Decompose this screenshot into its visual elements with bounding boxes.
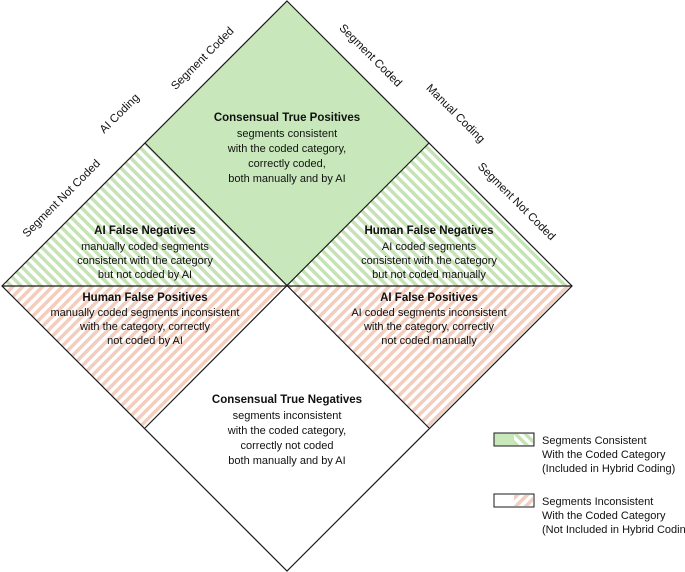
true-positives-text: Consensual True Positives segments consi… xyxy=(214,112,360,185)
human-false-negatives-line: but not coded manually xyxy=(372,269,486,281)
ai-false-positives-title: AI False Positives xyxy=(380,292,478,304)
true-positives-line: both manually and by AI xyxy=(228,173,345,185)
human-false-negatives-title: Human False Negatives xyxy=(364,225,493,237)
true-negatives-line: segments inconsistent xyxy=(233,410,342,422)
ai-false-negatives-title: AI False Negatives xyxy=(94,225,196,237)
human-false-negatives-line: consistent with the category xyxy=(361,255,497,267)
legend-consistent-line: Segments Consistent xyxy=(542,435,647,447)
human-false-positives-line: not coded by AI xyxy=(107,335,183,347)
ai-false-positives-region xyxy=(287,286,572,428)
true-negatives-title: Consensual True Negatives xyxy=(212,394,362,406)
human-false-positives-title: Human False Positives xyxy=(82,292,207,304)
human-false-negatives-line: AI coded segments xyxy=(382,241,477,253)
ai-false-positives-line: with the category, correctly xyxy=(363,321,495,333)
human-false-positives-line: manually coded segments inconsistent xyxy=(51,307,240,319)
ai-false-negatives-text: AI False Negatives manually coded segmen… xyxy=(77,225,213,281)
true-negatives-line: with the coded category, xyxy=(227,425,346,437)
legend-consistent-line: With the Coded Category xyxy=(542,449,666,461)
true-positives-title: Consensual True Positives xyxy=(214,112,360,124)
true-positives-line: correctly coded, xyxy=(248,158,326,170)
ai-false-negatives-region xyxy=(2,143,287,286)
ai-false-negatives-line: but not coded by AI xyxy=(98,269,192,281)
human-false-negatives-text: Human False Negatives AI coded segments … xyxy=(361,225,497,281)
ai-false-positives-line: AI coded segments inconsistent xyxy=(351,307,506,319)
ai-false-negatives-line: manually coded segments xyxy=(81,241,209,253)
legend-inconsistent-line: Segments Inconsistent xyxy=(542,496,653,508)
legend-inconsistent-line: With the Coded Category xyxy=(542,510,666,522)
diamond-outline xyxy=(1,0,573,572)
legend-consistent-line: (Included in Hybrid Coding) xyxy=(542,463,675,475)
human-false-negatives-region xyxy=(287,143,572,286)
legend-item-inconsistent: Segments Inconsistent With the Coded Cat… xyxy=(493,493,685,536)
ai-coding-label: AI Coding xyxy=(98,92,142,136)
true-negatives-line: both manually and by AI xyxy=(228,455,345,467)
legend-inconsistent-line: (Not Included in Hybrid Coding) xyxy=(542,524,685,536)
manual-coding-label: Manual Coding xyxy=(424,82,487,145)
legend-swatch-consistent-stripes xyxy=(514,434,533,445)
legend: Segments Consistent With the Coded Categ… xyxy=(493,432,685,536)
true-negatives-line: correctly not coded xyxy=(241,440,334,452)
ai-false-positives-line: not coded manually xyxy=(381,335,477,347)
true-positives-line: with the coded category, xyxy=(227,143,346,155)
human-false-positives-region xyxy=(2,286,287,428)
true-positives-line: segments consistent xyxy=(237,128,337,140)
legend-swatch-inconsistent-stripes xyxy=(514,495,533,506)
human-false-positives-text: Human False Positives manually coded seg… xyxy=(51,292,240,347)
human-false-positives-line: with the category, correctly xyxy=(79,321,211,333)
legend-item-consistent: Segments Consistent With the Coded Categ… xyxy=(493,432,675,475)
true-negatives-text: Consensual True Negatives segments incon… xyxy=(212,394,362,467)
ai-false-negatives-line: consistent with the category xyxy=(77,255,213,267)
ai-false-positives-text: AI False Positives AI coded segments inc… xyxy=(351,292,506,347)
